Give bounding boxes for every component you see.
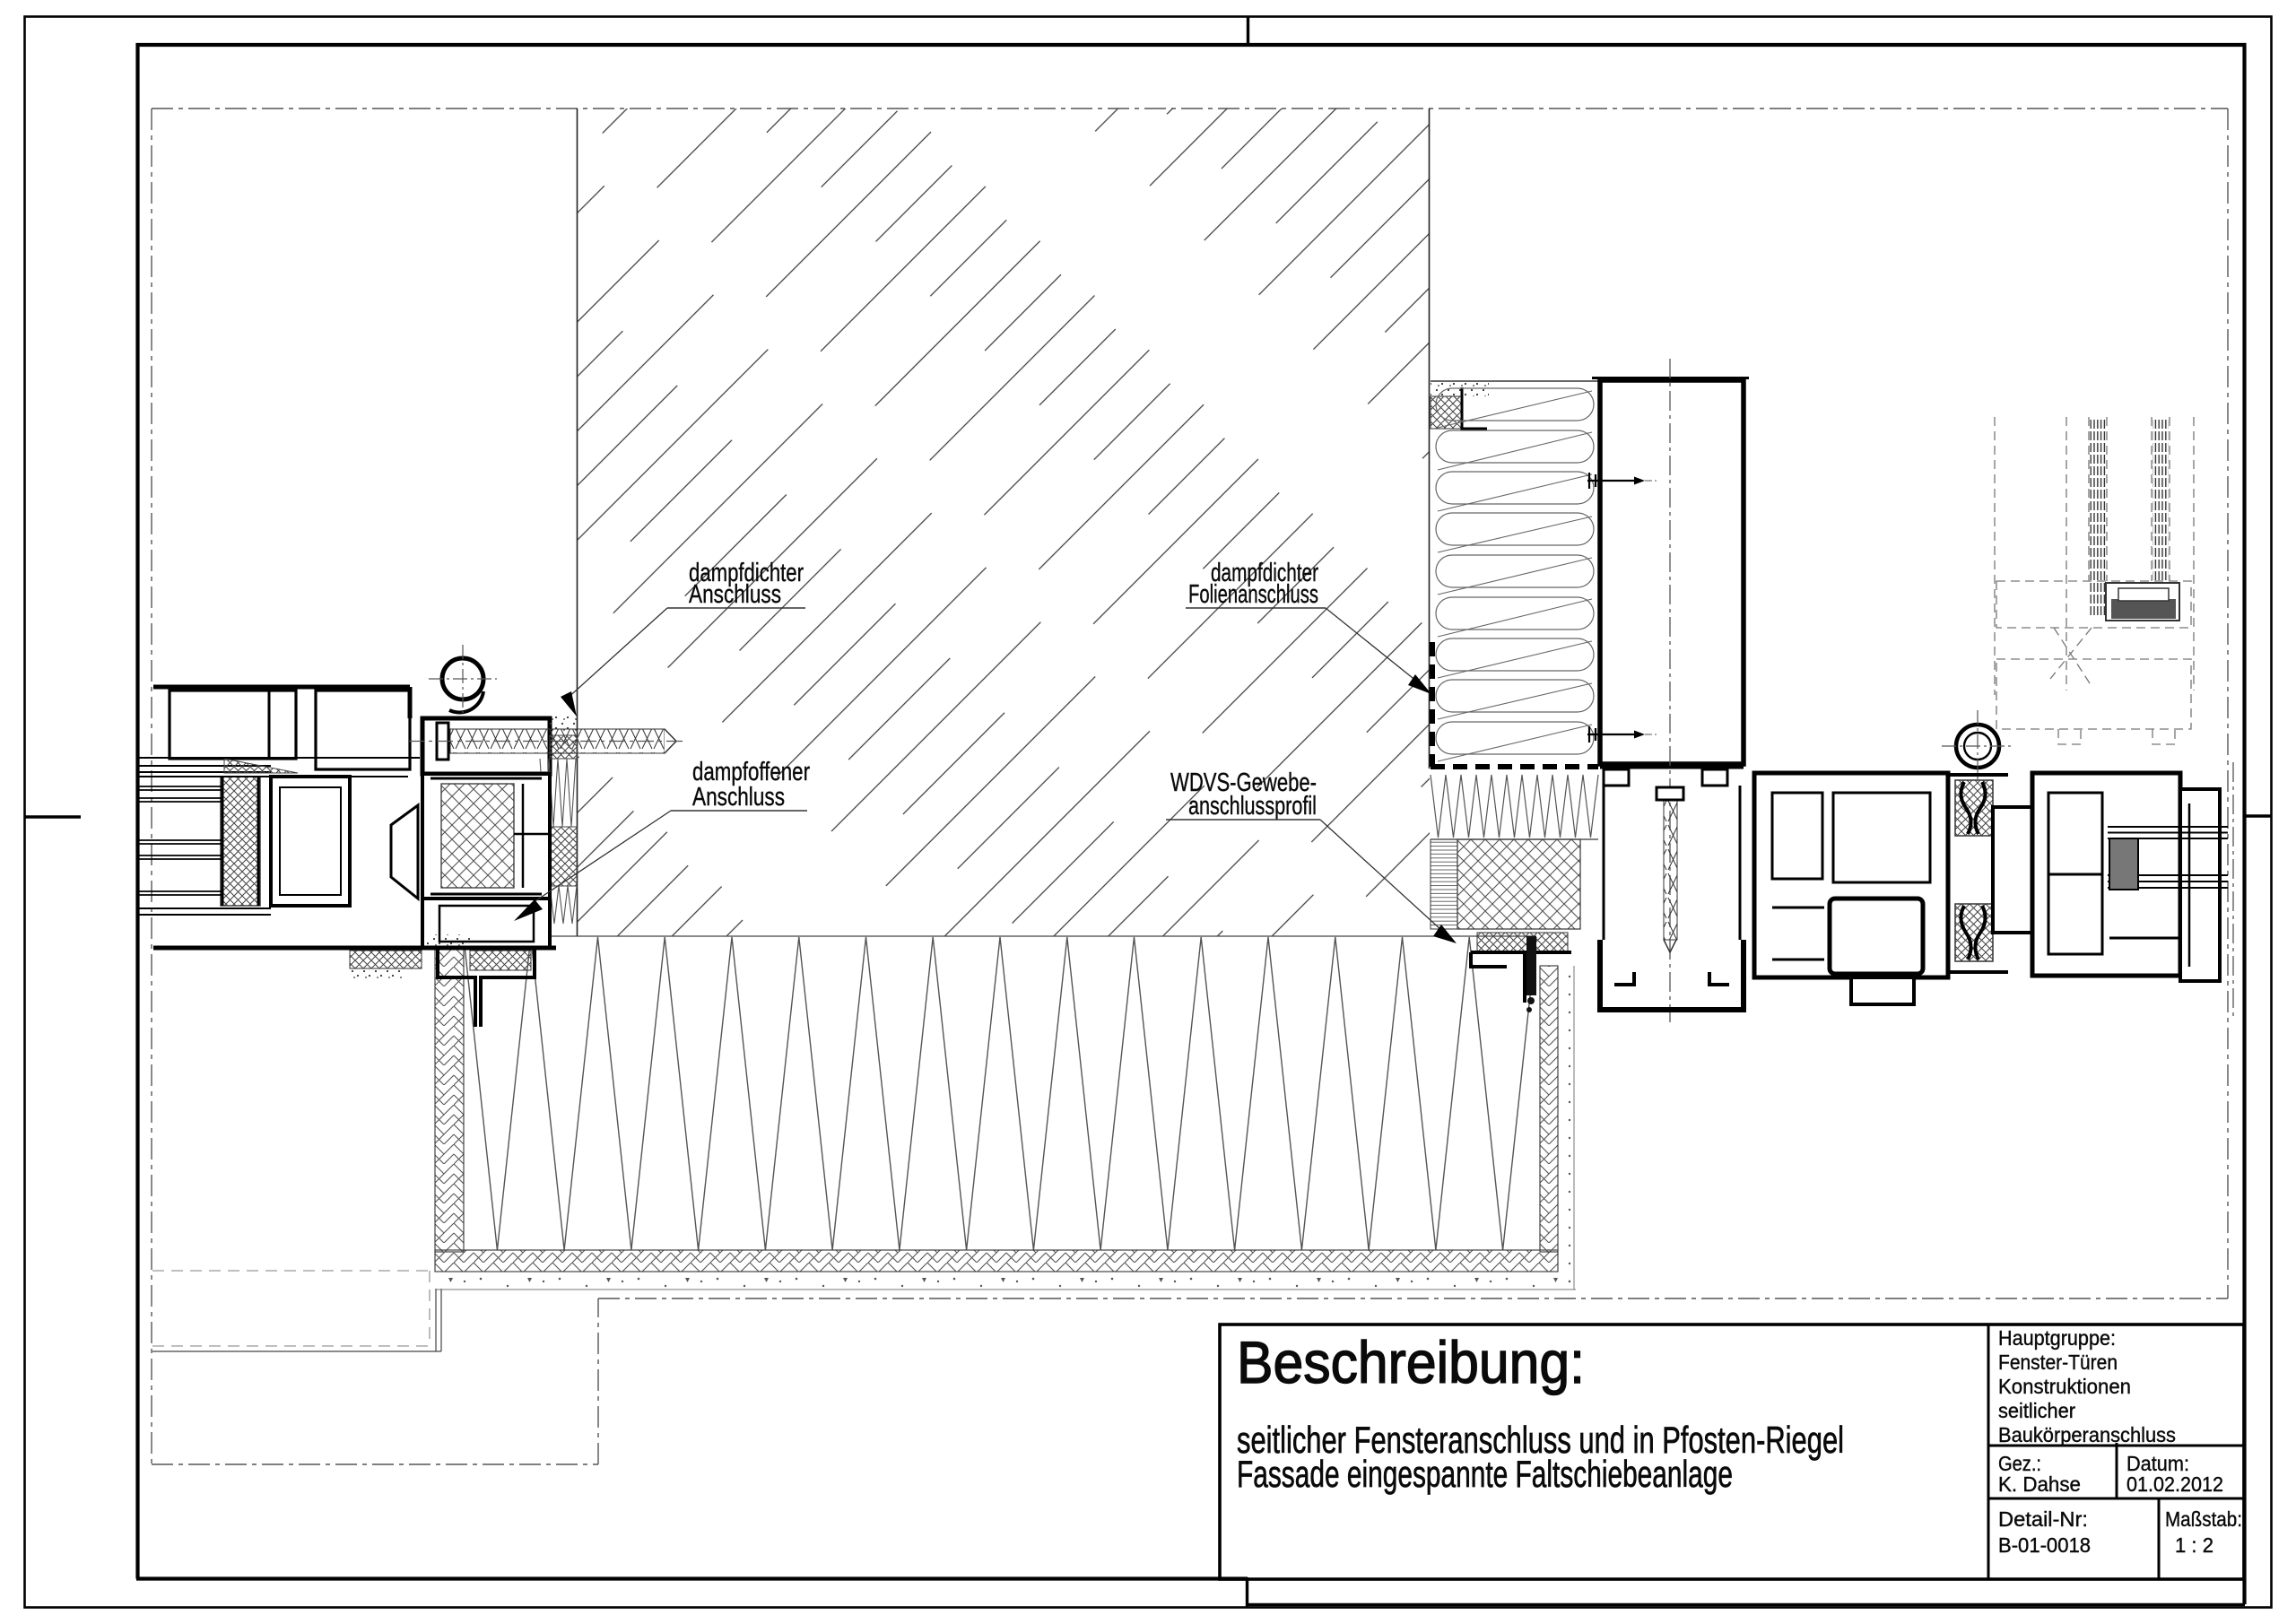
svg-text:Anschluss: Anschluss: [689, 580, 781, 609]
svg-text:Gez.:: Gez.:: [1998, 1452, 2041, 1475]
svg-text:seitlicher: seitlicher: [1998, 1399, 2075, 1422]
svg-text:Datum:: Datum:: [2126, 1452, 2189, 1475]
svg-text:Fenster-Türen: Fenster-Türen: [1998, 1350, 2118, 1374]
svg-text:01.02.2012: 01.02.2012: [2126, 1472, 2223, 1496]
svg-text:Beschreibung:: Beschreibung:: [1237, 1329, 1585, 1395]
svg-text:anschlussprofil: anschlussprofil: [1188, 792, 1317, 821]
svg-text:Baukörperanschluss: Baukörperanschluss: [1998, 1423, 2176, 1446]
svg-text:seitlicher Fensteranschluss un: seitlicher Fensteranschluss und in Pfost…: [1237, 1419, 1844, 1461]
svg-text:1 : 2: 1 : 2: [2175, 1533, 2213, 1557]
svg-text:Fassade eingespannte Faltschie: Fassade eingespannte Faltschiebeanlage: [1237, 1453, 1733, 1495]
svg-text:Folienanschluss: Folienanschluss: [1188, 580, 1318, 609]
svg-text:dampfoffener: dampfoffener: [692, 758, 810, 786]
svg-text:dampfdichter: dampfdichter: [1211, 559, 1318, 587]
svg-text:Maßstab:: Maßstab:: [2165, 1507, 2242, 1531]
svg-text:dampfdichter: dampfdichter: [689, 559, 804, 587]
svg-text:WDVS-Gewebe-: WDVS-Gewebe-: [1170, 769, 1317, 797]
svg-text:Detail-Nr:: Detail-Nr:: [1998, 1507, 2088, 1531]
svg-text:Anschluss: Anschluss: [692, 783, 785, 812]
svg-text:Konstruktionen: Konstruktionen: [1998, 1375, 2131, 1398]
svg-text:B-01-0018: B-01-0018: [1998, 1533, 2091, 1557]
svg-text:Hauptgruppe:: Hauptgruppe:: [1998, 1326, 2116, 1350]
svg-text:K. Dahse: K. Dahse: [1998, 1472, 2081, 1496]
